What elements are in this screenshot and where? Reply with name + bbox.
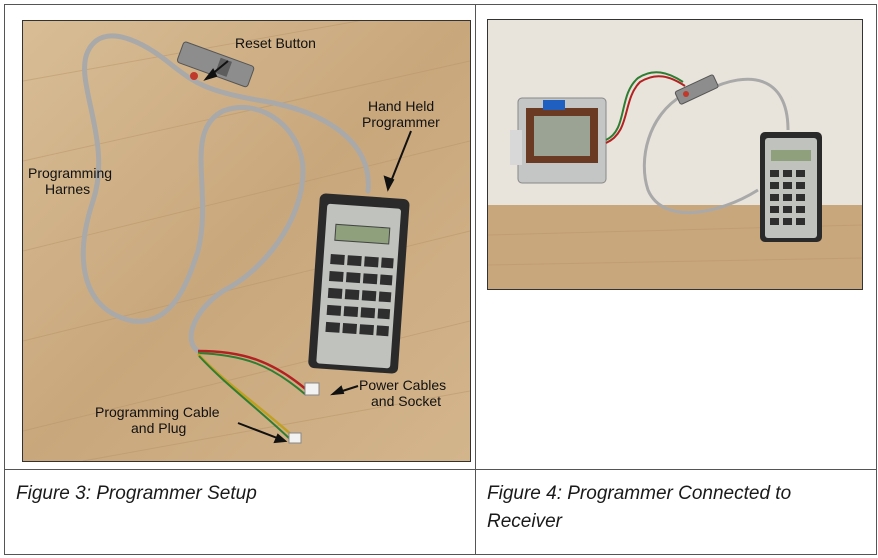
programming-harness-cable (80, 33, 371, 354)
programming-plug (288, 432, 302, 444)
harness-label-line2: Harnes (45, 181, 91, 197)
receiver-unit (510, 97, 607, 184)
figure4-photo-cell (475, 4, 877, 470)
figure4-photo (487, 19, 863, 290)
programming-cable-label-line1: Programming Cable (95, 404, 220, 420)
figure3-photo-cell: Reset Button Hand Held Programmer Progra… (4, 4, 476, 470)
hand-held-programmer-device (308, 193, 410, 374)
programmer-setup-illustration (23, 21, 470, 461)
figure4-caption-cell: Figure 4: Programmer Connected to Receiv… (475, 469, 877, 555)
programmer-connected-illustration (488, 20, 862, 289)
harness-connector (176, 41, 255, 88)
hand-held-label-line1: Hand Held (368, 98, 435, 114)
figure3-caption: Figure 3: Programmer Setup (16, 483, 257, 504)
figure4-caption: Figure 4: Programmer Connected to Receiv… (487, 483, 792, 532)
figure-table: Reset Button Hand Held Programmer Progra… (4, 4, 877, 555)
reset-button-icon (190, 72, 198, 80)
programming-cable-label-line2: and Plug (131, 420, 187, 436)
hand-held-programmer-device (760, 132, 822, 242)
power-cables-label-line1: Power Cables (359, 377, 447, 393)
reset-button-label: Reset Button (235, 35, 316, 51)
power-cables-label-line2: and Socket (371, 393, 442, 409)
power-cable-wire (197, 349, 309, 392)
figure3-photo: Reset Button Hand Held Programmer Progra… (22, 20, 471, 462)
hand-held-label-line2: Programmer (362, 114, 440, 130)
harness-label-line1: Programming (28, 165, 113, 181)
power-socket (304, 382, 320, 396)
figure3-caption-cell: Figure 3: Programmer Setup (4, 469, 476, 555)
